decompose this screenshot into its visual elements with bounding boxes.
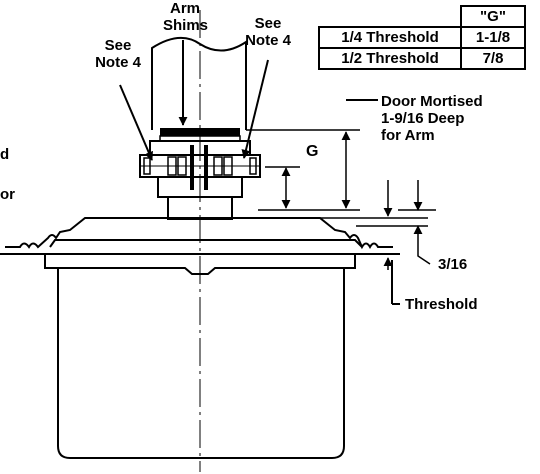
arm-shims-line-1: Arm (169, 0, 200, 17)
see-note-right-line-1: See (254, 15, 282, 32)
g-table-row-name: 1/4 Threshold (318, 26, 462, 49)
g-table-row-value: 1-1/8 (460, 26, 526, 49)
door-body (151, 37, 247, 130)
g-table-header: "G" (460, 5, 526, 28)
pit-box (44, 254, 356, 459)
door-mortised-line-2: 1-9/16 Deep (381, 110, 465, 127)
leader-lines (119, 40, 400, 305)
see-note-left-label: See Note 4 (90, 37, 146, 71)
g-dimension (265, 166, 300, 209)
see-note-left-line-2: Note 4 (95, 54, 141, 71)
g-value-table: "G" 1/4 Threshold 1-1/8 1/2 Threshold 7/… (318, 5, 526, 70)
threshold-label: Threshold (405, 296, 478, 313)
door-mortised-label: Door Mortised 1-9/16 Deep for Arm (381, 93, 483, 144)
dim-3-16-label: 3/16 (438, 256, 468, 273)
g-table-row-name: 1/2 Threshold (318, 47, 462, 70)
g-table-corner (319, 6, 461, 27)
g-table-row: 1/4 Threshold 1-1/8 (318, 26, 526, 49)
door-mortised-dimension (246, 129, 360, 211)
g-table-header-row: "G" (319, 5, 526, 28)
arm-shims-line-2: Shims (163, 17, 209, 34)
see-note-right-label: See Note 4 (240, 15, 296, 49)
see-note-left-line-1: See (104, 37, 132, 54)
note4-left-leader (119, 84, 153, 161)
threshold-plate (5, 217, 393, 250)
g-table-row: 1/2 Threshold 7/8 (318, 47, 526, 70)
see-note-right-line-2: Note 4 (245, 32, 291, 49)
g-dimension-label: G (306, 143, 319, 160)
dim-3-16 (356, 225, 431, 270)
arm-shims-label: Arm Shims (163, 0, 209, 34)
edge-fragment-2: or (0, 186, 15, 203)
edge-fragment-1: d (0, 146, 10, 163)
door-mortised-line-1: Door Mortised (381, 93, 483, 110)
g-table-row-value: 7/8 (460, 47, 526, 70)
note4-right-leader (241, 59, 269, 159)
threshold-top-dimension (320, 180, 436, 219)
door-mortised-line-3: for Arm (381, 127, 435, 144)
